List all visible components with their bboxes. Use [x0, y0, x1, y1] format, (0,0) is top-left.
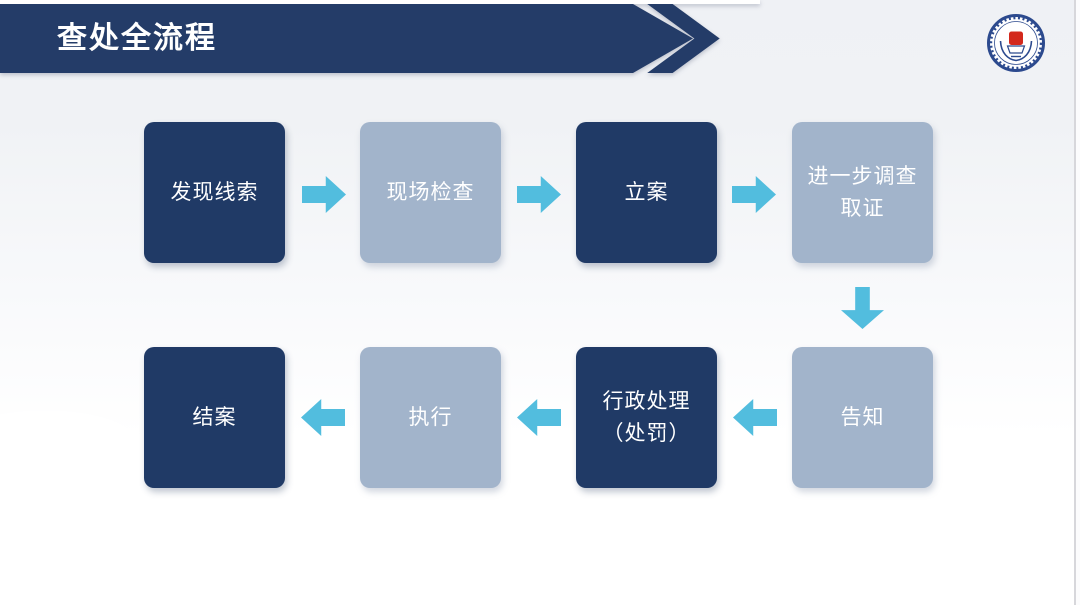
flow-step-label: 告知	[840, 405, 885, 429]
flow-step-case-filing: 立案	[576, 122, 717, 263]
flow-step-label: 执行	[408, 405, 453, 429]
flow-step-administrative-penalty: 行政处理 （处罚）	[576, 347, 717, 488]
banner-shape	[0, 4, 693, 73]
arrow-right-icon	[302, 176, 346, 213]
flow-step-label: 发现线索	[170, 180, 259, 204]
flow-step-label: 立案	[624, 180, 669, 204]
flow-step-notification: 告知	[792, 347, 933, 488]
flow-step-site-inspection: 现场检查	[360, 122, 501, 263]
flow-step-execution: 执行	[360, 347, 501, 488]
flow-step-further-investigation: 进一步调查 取证	[792, 122, 933, 263]
flow-step-label: 行政处理 （处罚）	[602, 390, 691, 445]
title-banner	[0, 0, 760, 73]
arrow-right-icon	[517, 176, 561, 213]
arrow-left-icon	[517, 399, 561, 436]
page-title: 查处全流程	[57, 22, 217, 55]
arrow-down-icon	[841, 287, 884, 329]
arrow-right-icon	[732, 176, 776, 213]
background-blob-decoration	[0, 408, 140, 478]
window-edge-gap	[1076, 0, 1080, 605]
flow-step-label: 结案	[192, 405, 237, 429]
window-edge-line	[1074, 0, 1076, 605]
chevron-right-icon	[647, 4, 720, 73]
arrow-left-icon	[733, 399, 777, 436]
arrow-left-icon	[301, 399, 345, 436]
flow-step-label: 现场检查	[386, 180, 475, 204]
flow-step-label: 进一步调查 取证	[807, 165, 918, 220]
flow-step-discover-clues: 发现线索	[144, 122, 285, 263]
flow-step-case-closure: 结案	[144, 347, 285, 488]
agency-emblem-icon	[987, 14, 1045, 72]
